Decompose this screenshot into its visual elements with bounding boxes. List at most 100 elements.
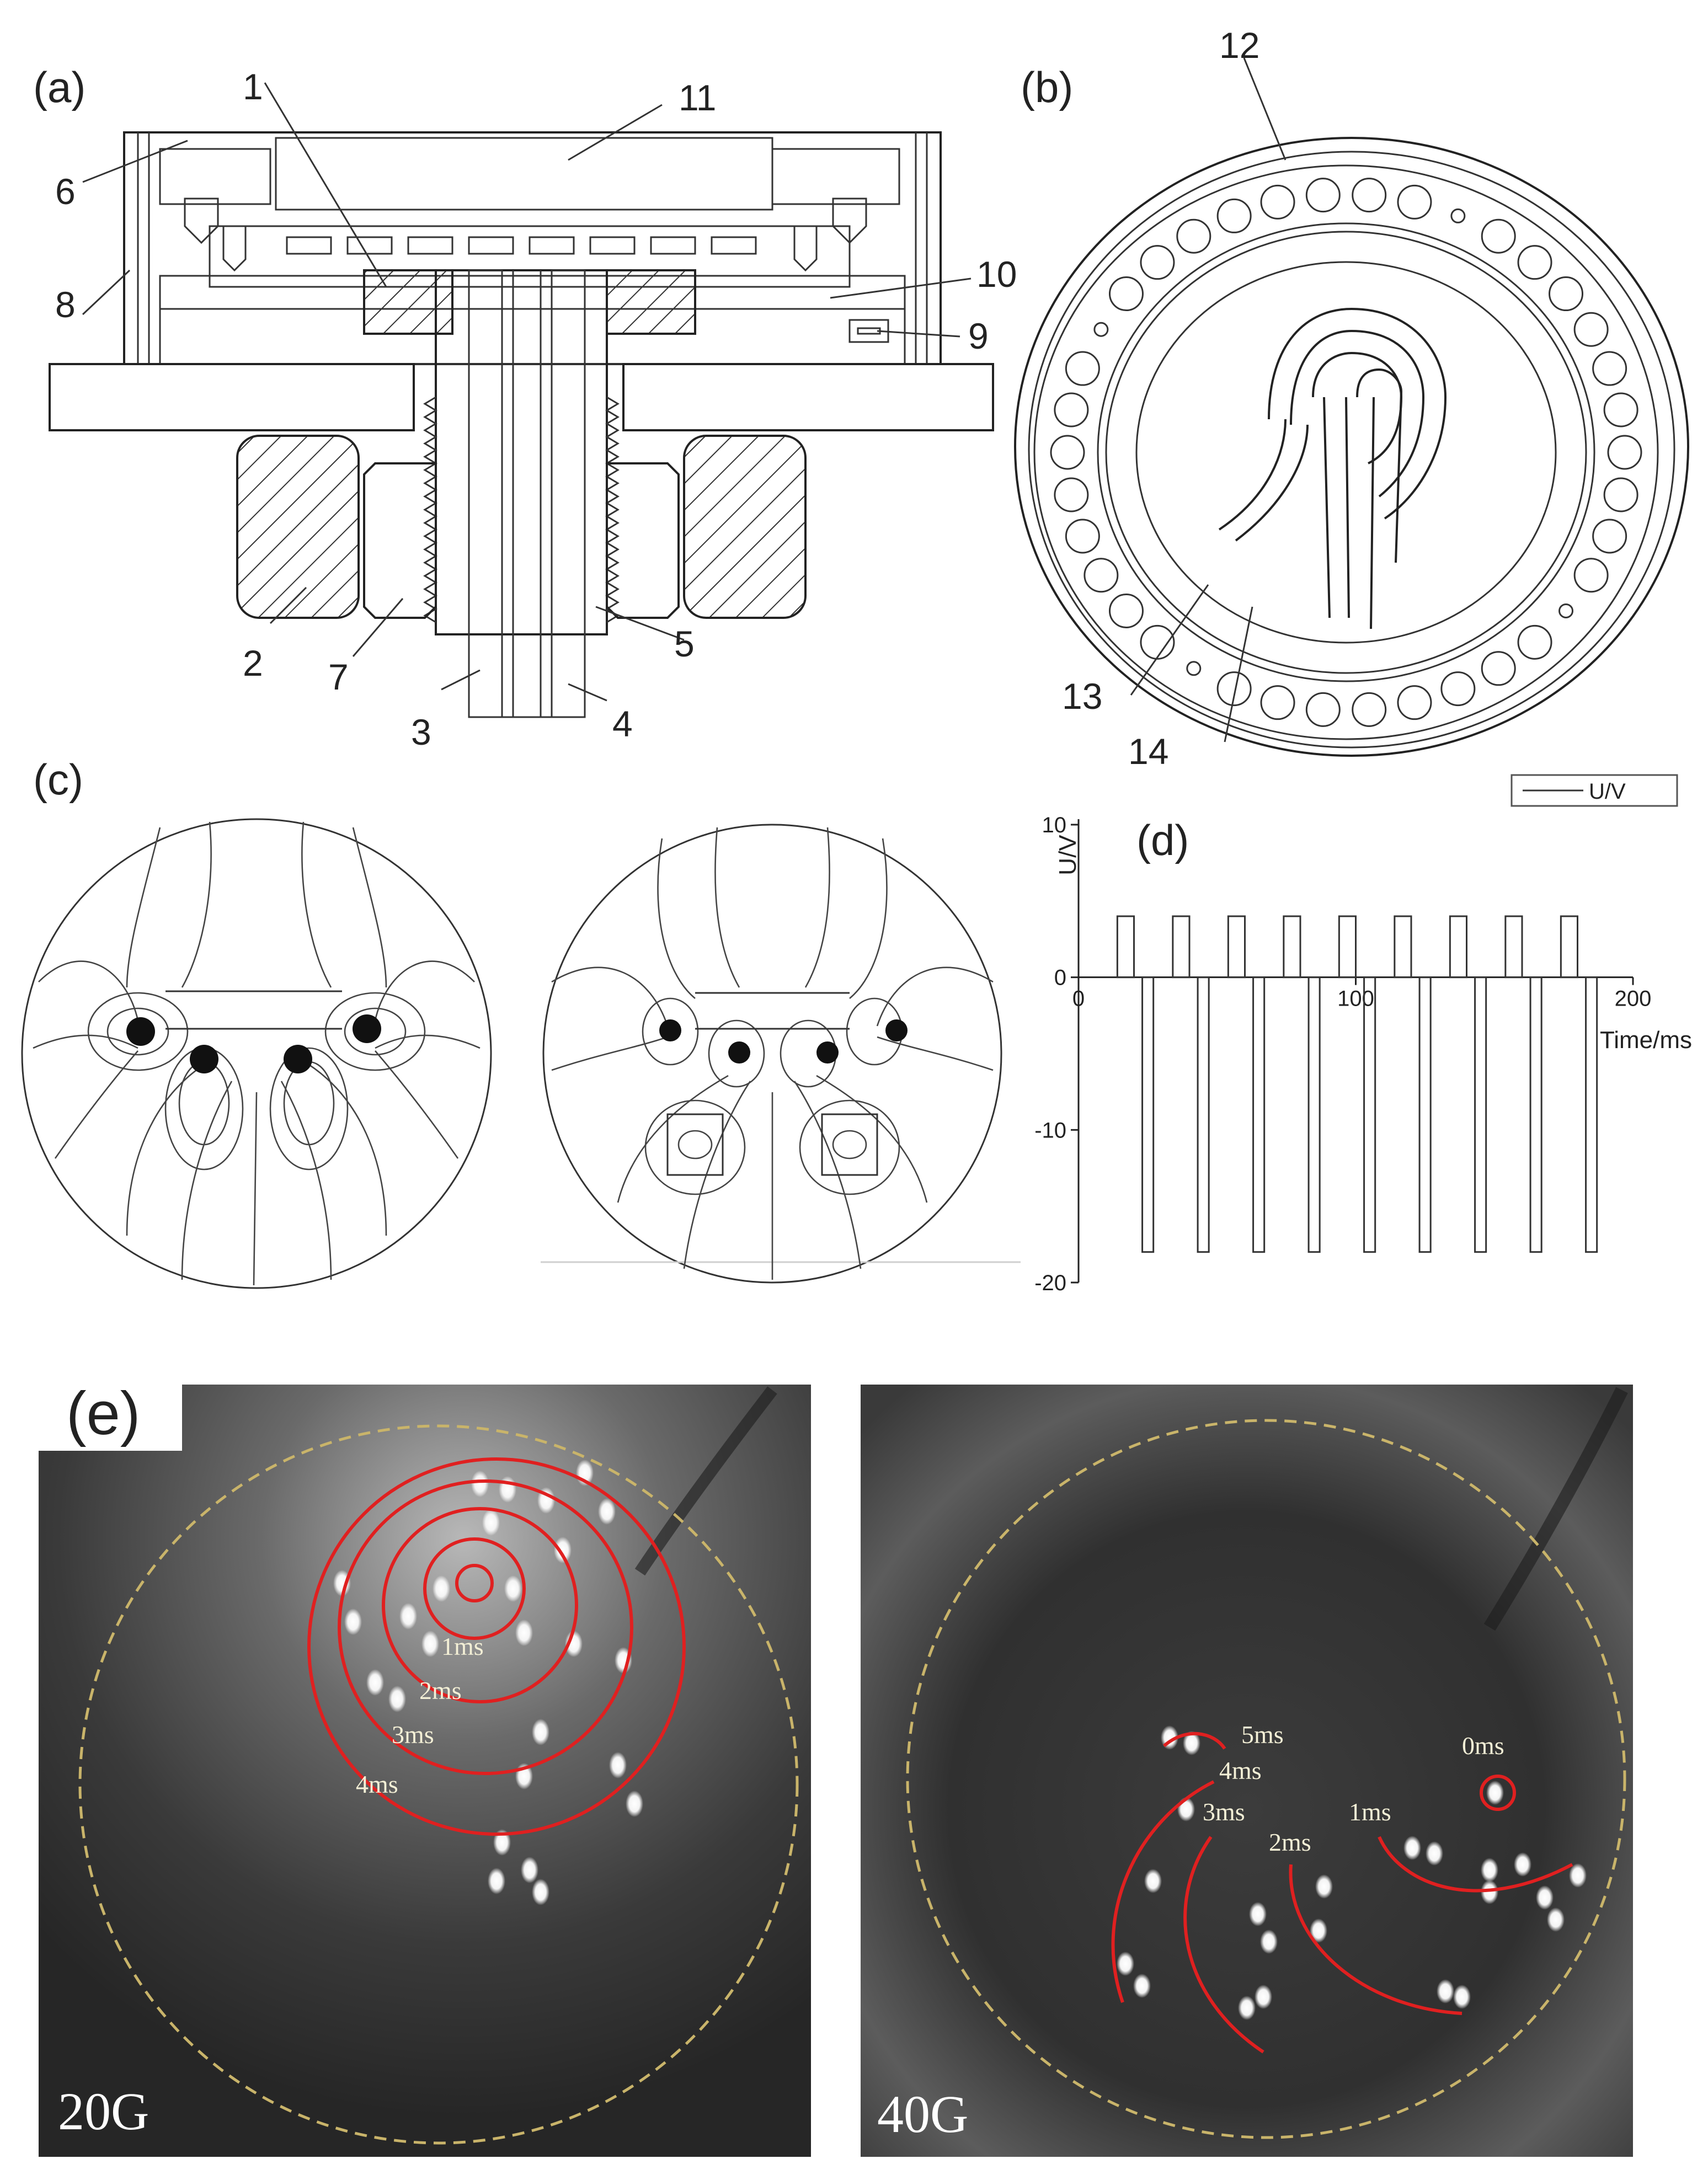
callout-7: 7 (328, 656, 349, 697)
ring-1ms-left (423, 1537, 526, 1640)
field-simulation-left (21, 818, 492, 1289)
droplet (1569, 1863, 1587, 1888)
droplet (1426, 1841, 1443, 1866)
droplet (532, 1719, 549, 1745)
ball (1093, 322, 1109, 337)
panel-e-letter: (e) (66, 1380, 140, 1447)
droplet (1310, 1919, 1327, 1943)
ball (1517, 624, 1552, 660)
chart-series-u (1116, 915, 1598, 1253)
droplet (1453, 1985, 1471, 2009)
droplet (521, 1857, 538, 1883)
arc-4ms-right (1111, 1780, 1215, 2003)
droplet (554, 1537, 572, 1563)
droplet (1403, 1836, 1421, 1860)
ball (1050, 435, 1085, 470)
ball (1397, 685, 1432, 720)
ball (1108, 276, 1144, 312)
part-1-left (363, 269, 453, 335)
ball (1397, 184, 1432, 220)
callout-4: 4 (612, 703, 633, 744)
callout-6: 6 (55, 171, 76, 212)
pulse-negative-8 (1585, 976, 1598, 1253)
droplet (504, 1575, 522, 1602)
ball (1592, 519, 1627, 554)
ball (1083, 558, 1119, 593)
callout-2: 2 (243, 643, 263, 683)
window-11 (275, 137, 773, 211)
droplet (1437, 1979, 1454, 2003)
field-simulation-right (541, 824, 1021, 1284)
time-label-1ms-right: 1ms (1349, 1798, 1391, 1826)
ball (1260, 184, 1295, 220)
ball (1352, 692, 1387, 727)
droplet (626, 1791, 643, 1817)
time-label-4ms-right: 4ms (1219, 1756, 1262, 1784)
droplet (1486, 1781, 1504, 1805)
ball (1603, 392, 1638, 428)
droplet (482, 1509, 500, 1536)
droplet (333, 1570, 351, 1596)
pulse-negative-5 (1418, 976, 1432, 1253)
droplet (471, 1471, 489, 1497)
pulse-positive-6 (1449, 915, 1468, 979)
droplet (1133, 1974, 1151, 1998)
ball (1054, 392, 1089, 428)
callout-8: 8 (55, 284, 76, 325)
chamber-boundary-right (906, 1419, 1626, 2139)
x-tick-label: 100 (1337, 987, 1374, 1011)
droplet (1481, 1858, 1498, 1882)
droplet (1260, 1930, 1278, 1954)
ball (1108, 593, 1144, 628)
ball (1481, 218, 1516, 254)
disc-outer (1014, 137, 1689, 757)
ball (1558, 603, 1574, 618)
droplets-right (1117, 1725, 1587, 2020)
ball (1176, 218, 1211, 254)
droplet (1255, 1985, 1272, 2009)
callout-3: 3 (411, 712, 431, 752)
droplet (515, 1620, 533, 1646)
ball (1440, 671, 1476, 707)
panel-e: (e) 1ms 2ms 3ms 4ms 20G 0ms (39, 1379, 1633, 2157)
droplet (1315, 1874, 1333, 1899)
ball (1481, 651, 1516, 686)
ball (1140, 624, 1175, 660)
droplet (366, 1669, 384, 1696)
droplet (1514, 1852, 1531, 1877)
ring-4ms-left (307, 1457, 686, 1836)
ball (1054, 477, 1089, 512)
tube-4 (551, 269, 586, 718)
panel-c: (c) (21, 755, 1021, 1289)
panel-d-letter: (d) (1136, 816, 1189, 864)
magnet-2-left (236, 435, 360, 619)
ball (1592, 351, 1627, 386)
time-label-0ms-right: 0ms (1462, 1732, 1504, 1760)
callout-14: 14 (1128, 731, 1168, 772)
droplet (344, 1609, 362, 1635)
ball (1140, 245, 1175, 280)
callout-9: 9 (968, 316, 989, 356)
pulse-positive-7 (1504, 915, 1523, 979)
droplet (1536, 1885, 1554, 1910)
ball (1549, 276, 1584, 312)
ball (1603, 477, 1638, 512)
callout-1: 1 (243, 66, 263, 107)
ball-ring-12 (1050, 178, 1642, 727)
thread-left (423, 396, 437, 623)
pulse-positive-4 (1338, 915, 1357, 979)
legend-entry: U/V (1589, 779, 1626, 804)
tube-3 (468, 269, 503, 718)
time-label-2ms-right: 2ms (1269, 1828, 1311, 1856)
part-1-right (606, 269, 696, 335)
pulse-negative-1 (1197, 976, 1210, 1253)
panel-a: (a) (33, 63, 1017, 752)
x-axis-title: Time/ms (1600, 1027, 1692, 1054)
ring-2ms-left (382, 1507, 578, 1703)
ball (1260, 685, 1295, 720)
pulse-positive-0 (1116, 915, 1135, 979)
time-label-4ms-left: 4ms (356, 1770, 398, 1798)
droplet (1481, 1880, 1498, 1904)
spiral-outer (1135, 261, 1557, 644)
